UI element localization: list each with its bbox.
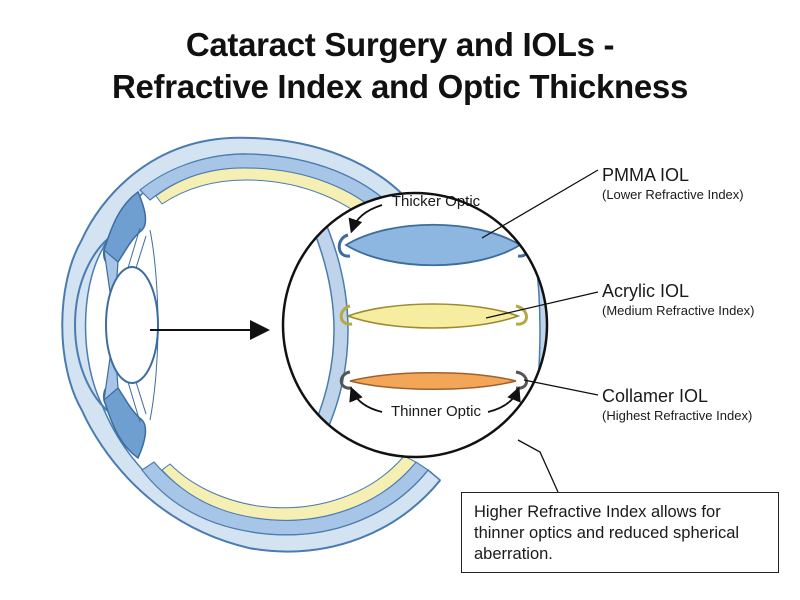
thicker-arrow-left — [348, 204, 383, 234]
title-line-2: Refractive Index and Optic Thickness — [111, 68, 689, 105]
collamer-haptic-left — [339, 370, 353, 390]
pmma-index-note: (Lower Refractive Index) — [602, 187, 744, 202]
collamer-lens — [339, 370, 528, 390]
acrylic-index-note: (Medium Refractive Index) — [602, 303, 754, 318]
collamer-leader — [523, 379, 599, 396]
acrylic-leader — [485, 291, 599, 319]
explanation-note: Higher Refractive Index allows for thinn… — [461, 492, 779, 573]
acrylic-haptic-left — [339, 304, 353, 326]
note-callout-leader — [517, 439, 559, 493]
natural-lens — [105, 266, 159, 384]
acrylic-label: Acrylic IOL — [602, 281, 689, 301]
cornea — [74, 229, 121, 421]
thinner-optic-label: Thinner Optic — [391, 403, 482, 420]
lens-capsule-line — [149, 229, 159, 421]
pmma-haptic-left — [337, 233, 351, 258]
collamer-index-note: (Highest Refractive Index) — [602, 408, 752, 423]
collamer-label: Collamer IOL — [602, 386, 708, 406]
zonules — [127, 227, 147, 423]
thinner-arrow-left — [349, 386, 383, 413]
retina-bottom — [161, 455, 417, 521]
collamer-optic — [349, 372, 517, 390]
pmma-leader — [481, 169, 599, 239]
thinner-arrow-right — [487, 386, 521, 413]
acrylic-haptic-right — [515, 304, 528, 326]
retina-top — [155, 167, 397, 241]
zoom-circle-outline — [281, 191, 549, 459]
diagram-title: Cataract Surgery and IOLs - Refractive I… — [0, 24, 800, 108]
acrylic-optic — [345, 303, 521, 329]
thicker-optic-label: Thicker Optic — [392, 193, 481, 210]
eye-cross-section — [61, 136, 442, 553]
title-line-1: Cataract Surgery and IOLs - — [185, 26, 615, 63]
acrylic-lens — [339, 303, 528, 329]
pmma-label: PMMA IOL — [602, 165, 689, 185]
